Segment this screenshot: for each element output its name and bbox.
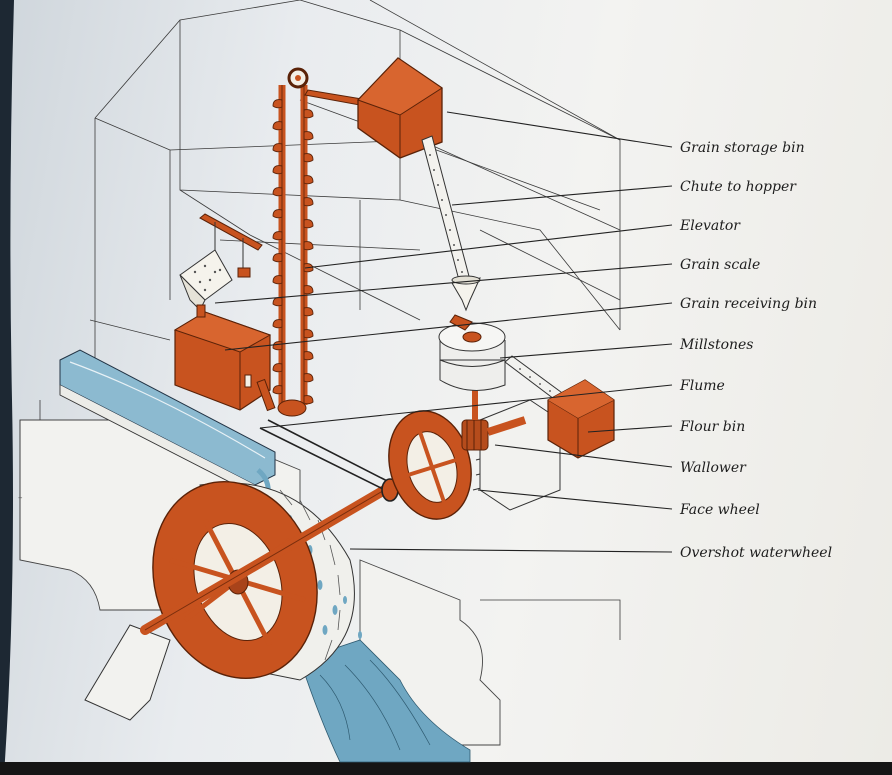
elevator-bucket (303, 395, 314, 405)
flume (59, 349, 276, 496)
elevator-bucket (303, 307, 314, 317)
elevator-bucket (272, 253, 283, 263)
elevator-bucket (303, 351, 314, 361)
elevator-bucket (303, 109, 314, 119)
callout-labels: Grain storage bin Chute to hopper Elevat… (679, 140, 832, 561)
grain-receiving-bin (173, 311, 272, 411)
elevator-bucket (272, 385, 283, 395)
elevator-bucket (272, 363, 283, 373)
label-chute-to-hopper: Chute to hopper (680, 179, 797, 195)
leader-lines (214, 111, 673, 553)
label-elevator: Elevator (679, 218, 741, 234)
label-wallower: Wallower (680, 460, 747, 476)
elevator-bucket (272, 209, 283, 219)
elevator-bucket (303, 329, 314, 339)
label-grain-scale: Grain scale (680, 257, 760, 273)
elevator-bucket (272, 187, 283, 197)
label-grain-storage-bin: Grain storage bin (680, 140, 805, 156)
flour-bin (547, 379, 615, 459)
elevator-bucket (303, 153, 314, 163)
grain-storage-bin (357, 57, 443, 159)
millstones (438, 314, 506, 391)
label-face-wheel: Face wheel (679, 502, 760, 518)
elevator-bucket (272, 121, 283, 131)
label-overshot-waterwheel: Overshot waterwheel (680, 545, 832, 561)
label-millstones: Millstones (679, 337, 754, 353)
elevator-bucket (303, 285, 314, 295)
grain-scale (179, 213, 263, 318)
elevator-bucket (303, 197, 314, 207)
elevator-bucket (303, 241, 314, 251)
page-bottom-edge (0, 762, 892, 775)
chute-to-hopper (421, 135, 481, 312)
svg-text:–: – (18, 493, 23, 503)
elevator-bucket (272, 275, 283, 285)
page-gutter (0, 0, 14, 775)
elevator-bucket (272, 143, 283, 153)
elevator (256, 67, 369, 417)
face-wheel (388, 410, 485, 520)
label-flour-bin: Flour bin (679, 419, 745, 435)
label-grain-receiving-bin: Grain receiving bin (680, 296, 817, 312)
elevator-bucket (303, 175, 314, 185)
building-wireframe (89, 0, 621, 400)
tailrace-water (299, 639, 471, 763)
wallower (461, 375, 561, 511)
elevator-bucket (303, 373, 314, 383)
elevator-bucket (272, 297, 283, 307)
elevator-bucket (272, 99, 283, 109)
elevator-bucket (303, 219, 314, 229)
elevator-bucket (272, 165, 283, 175)
label-flume: Flume (679, 378, 725, 394)
elevator-bucket (272, 231, 283, 241)
elevator-bucket (272, 341, 283, 351)
elevator-bucket (272, 319, 283, 329)
elevator-bucket (303, 131, 314, 141)
